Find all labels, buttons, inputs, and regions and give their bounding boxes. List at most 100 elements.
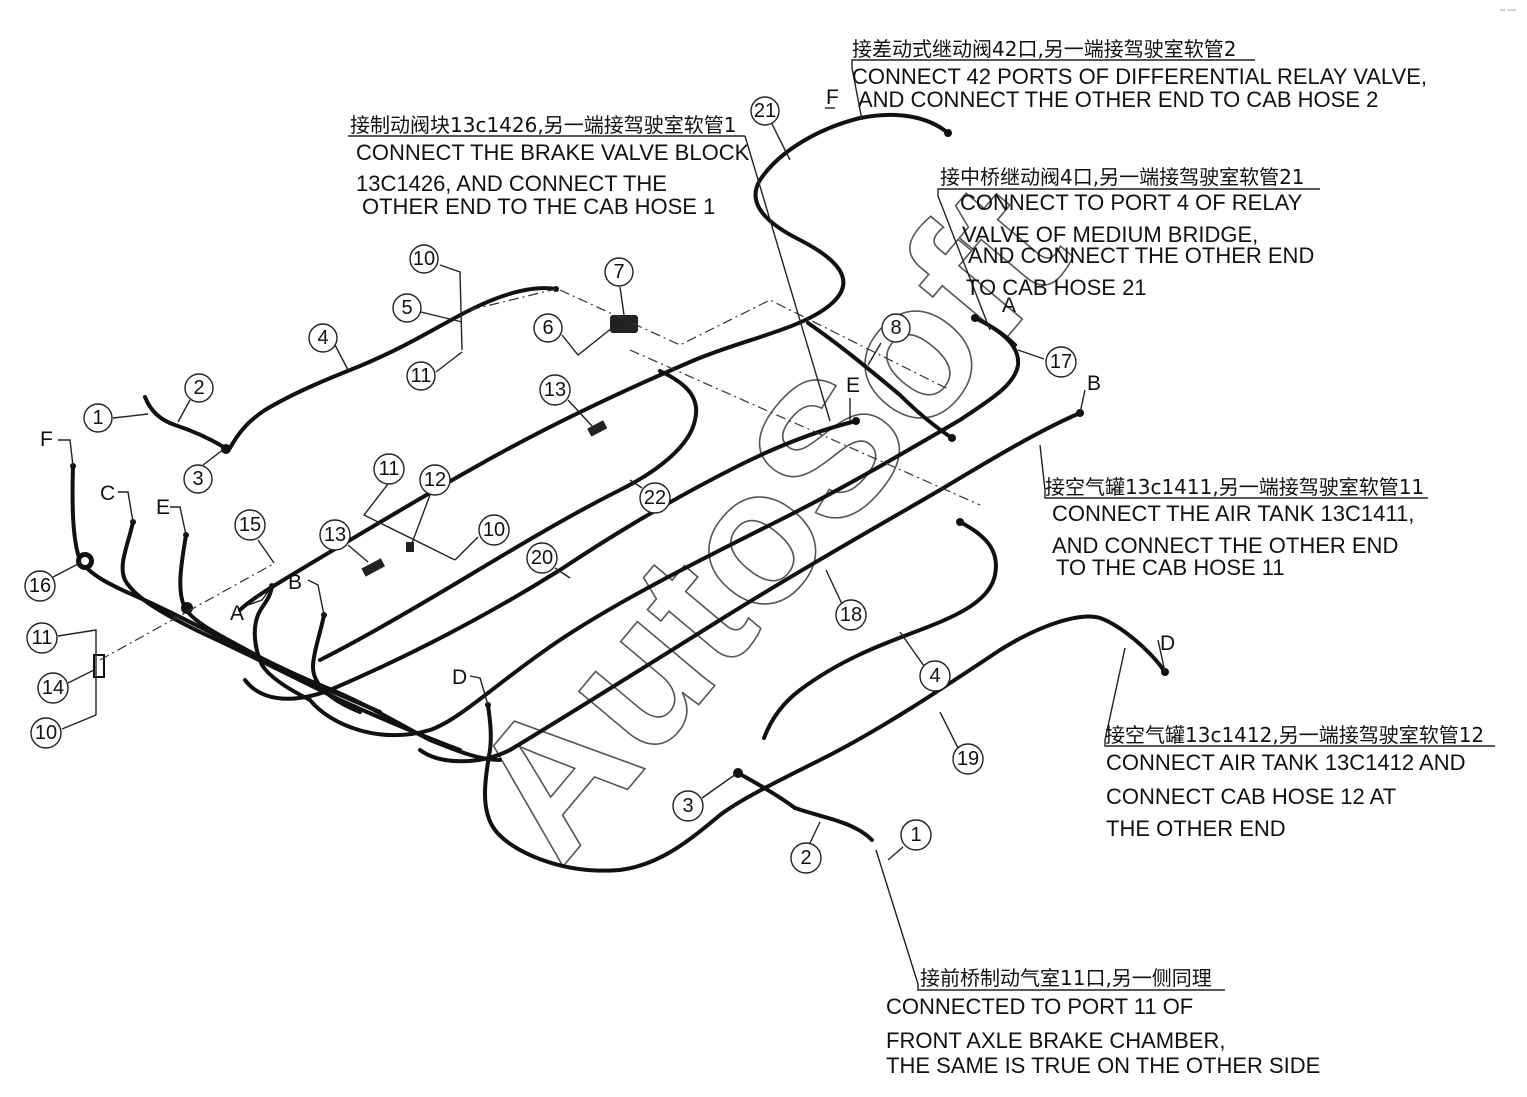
leader-c-left	[118, 491, 134, 523]
grommet-16-inner	[81, 557, 89, 565]
leader-c17	[1017, 349, 1045, 360]
leader-c8	[867, 342, 882, 366]
svg-text:14: 14	[42, 677, 64, 699]
callout-10-lower: 10	[30, 717, 62, 749]
note5-zh: 接空气罐13c1412,另一端接驾驶室软管12	[1105, 723, 1484, 747]
leader-note1	[851, 59, 1255, 121]
centerline-top	[559, 289, 951, 391]
note6-zh: 接前桥制动气室11口,另一侧同理	[920, 966, 1212, 990]
leader-note6	[875, 849, 1225, 991]
leader-c7	[619, 286, 625, 316]
leaders	[52, 59, 1495, 991]
note-medium-bridge-relay: 接中桥继动阀4口,另一端接驾驶室软管21 CONNECT TO PORT 4 O…	[940, 165, 1314, 300]
leader-c4b	[899, 631, 925, 667]
leader-note3	[937, 188, 1320, 331]
centerline-upper-left	[469, 288, 557, 311]
hose-21	[238, 112, 950, 612]
leader-c14	[67, 669, 95, 684]
svg-text:12: 12	[424, 469, 446, 491]
hose-19	[483, 614, 1167, 873]
note6-en3: THE SAME IS TRUE ON THE OTHER SIDE	[886, 1053, 1320, 1078]
leader-c11a	[435, 351, 463, 373]
svg-text:2: 2	[193, 377, 204, 399]
callout-5: 5	[392, 293, 422, 323]
note5-en2: CONNECT CAB HOSE 12 AT	[1106, 784, 1396, 809]
letter-a-left: A	[230, 602, 244, 625]
fitting-3-lower	[733, 768, 743, 778]
leader-c6	[561, 327, 613, 356]
leader-b-left	[307, 579, 325, 616]
hose-c-left	[120, 520, 462, 752]
leader-b-right	[1079, 389, 1086, 414]
corner-mark: °° °°°	[1500, 8, 1516, 16]
note3-en2: VALVE OF MEDIUM BRIDGE,	[962, 222, 1258, 247]
spring-guard-13-upper	[587, 420, 608, 437]
note3-en4: TO CAB HOSE 21	[966, 275, 1147, 300]
leader-c11c	[57, 629, 97, 715]
hoses	[70, 112, 1167, 873]
fitting-3-upper	[221, 444, 231, 454]
leader-c1b	[887, 846, 904, 861]
callout-3-upper: 3	[183, 464, 213, 494]
svg-text:5: 5	[401, 297, 412, 319]
callout-4-lower: 4	[919, 660, 951, 692]
note2-en3: OTHER END TO THE CAB HOSE 1	[362, 194, 715, 219]
callout-2-upper: 2	[184, 373, 214, 403]
note-air-tank-1412: 接空气罐13c1412,另一端接驾驶室软管12 CONNECT AIR TANK…	[1105, 723, 1484, 841]
svg-text:3: 3	[192, 468, 203, 490]
leader-c11b	[362, 483, 456, 561]
svg-text:13: 13	[544, 379, 566, 401]
hose-4-lower	[762, 520, 998, 740]
svg-text:10: 10	[483, 519, 505, 541]
svg-text:21: 21	[754, 100, 776, 122]
leader-c5	[420, 311, 463, 323]
fitting-e-mid-end	[852, 417, 860, 425]
leader-c21	[771, 123, 791, 161]
hose-8	[806, 321, 954, 440]
svg-text:19: 19	[957, 748, 979, 770]
grommet-small	[181, 602, 193, 614]
note6-en2: FRONT AXLE BRAKE CHAMBER,	[886, 1028, 1225, 1053]
svg-text:22: 22	[644, 487, 666, 509]
svg-text:7: 7	[613, 261, 624, 283]
note-brake-valve-block: 接制动阀块13c1426,另一端接驾驶室软管1 CONNECT THE BRAK…	[350, 113, 750, 219]
leader-d-mid	[469, 675, 489, 706]
callout-13-lower: 13	[319, 519, 351, 551]
callout-6: 6	[533, 313, 563, 343]
svg-text:18: 18	[840, 604, 862, 626]
leader-c20	[554, 567, 571, 579]
note1-en1: CONNECT 42 PORTS OF DIFFERENTIAL RELAY V…	[852, 64, 1427, 89]
hose-b-right	[418, 411, 1082, 764]
letter-b-left: B	[288, 571, 302, 594]
leader-f-left	[58, 439, 74, 467]
svg-text:4: 4	[317, 327, 328, 349]
callout-20: 20	[526, 542, 558, 574]
hose-18	[308, 316, 1021, 738]
callout-10-upper: 10	[409, 244, 439, 274]
callout-22: 22	[639, 482, 671, 514]
fitting-f-top-end	[944, 129, 952, 137]
bracket-14	[93, 654, 105, 678]
callout-14: 14	[37, 672, 69, 704]
callout-1-lower: 1	[900, 819, 932, 851]
hose-2-upper	[143, 395, 224, 448]
note5-en1: CONNECT AIR TANK 13C1412 AND	[1106, 750, 1465, 775]
svg-text:3: 3	[682, 795, 693, 817]
letter-d-right: D	[1160, 632, 1175, 655]
fitting-4-end	[956, 518, 964, 526]
letter-c-left: C	[100, 482, 115, 505]
leader-c4a	[333, 342, 349, 371]
callout-18: 18	[835, 599, 867, 631]
svg-text:2: 2	[800, 847, 811, 869]
leader-note4	[1039, 444, 1428, 499]
callout-7: 7	[604, 257, 634, 287]
note1-en2: AND CONNECT THE OTHER END TO CAB HOSE 2	[858, 87, 1378, 112]
leader-c3a	[202, 448, 225, 466]
note3-zh: 接中桥继动阀4口,另一端接驾驶室软管21	[940, 165, 1305, 189]
callout-21: 21	[750, 96, 780, 126]
letter-f-left: F	[40, 428, 53, 451]
leader-c10c	[61, 714, 97, 730]
leader-c10b	[454, 536, 479, 561]
svg-text:20: 20	[531, 547, 553, 569]
leader-c3b	[701, 773, 737, 799]
